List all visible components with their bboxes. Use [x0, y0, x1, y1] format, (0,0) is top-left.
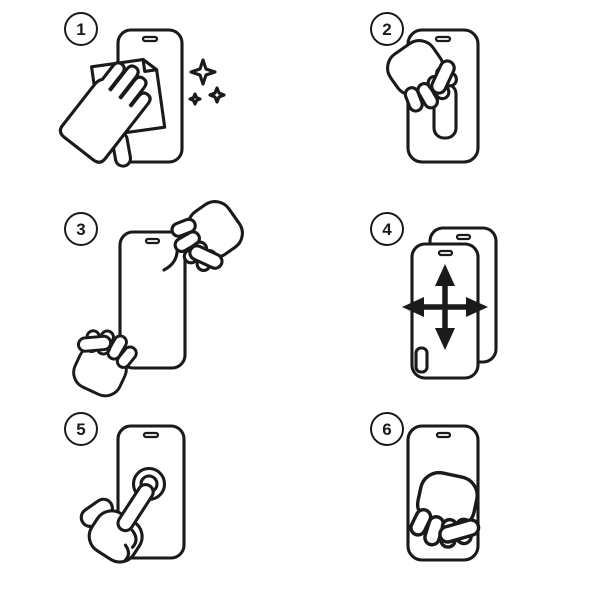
pinching-hand — [386, 39, 458, 113]
phone-speaker-slot — [437, 249, 454, 257]
step-5-number: 5 — [76, 419, 86, 439]
alignment-tab — [414, 346, 429, 374]
step-3-number: 3 — [76, 219, 86, 239]
step-2-badge: 2 — [370, 12, 404, 46]
step-2-number: 2 — [382, 19, 392, 39]
step-5-panel: 5 — [0, 400, 300, 600]
phone-speaker-slot — [142, 431, 160, 439]
smooth-surface-hand-illustration — [406, 424, 481, 562]
step-6-panel: 6 — [300, 400, 600, 600]
phone-speaker-slot — [435, 431, 452, 439]
protector-speaker-cutout — [455, 233, 472, 241]
peel-liner-tab-illustration — [386, 28, 480, 164]
step-4-badge: 4 — [370, 212, 404, 246]
phone-speaker-slot — [144, 237, 161, 245]
step-1-panel: 1 — [0, 0, 300, 200]
step-6-number: 6 — [382, 419, 392, 439]
phone-speaker-slot — [141, 35, 159, 43]
smoothing-hand — [409, 470, 481, 549]
step-1-number: 1 — [76, 19, 86, 39]
alignment-arrows-icon — [402, 264, 488, 350]
press-center-touch-illustration — [79, 424, 186, 564]
step-4-number: 4 — [382, 219, 392, 239]
clean-screen-illustration — [58, 28, 226, 168]
wiping-hand — [58, 61, 152, 168]
step-5-badge: 5 — [64, 412, 98, 446]
step-2-panel: 2 — [300, 0, 600, 200]
pressing-finger-hand — [79, 483, 155, 564]
pinching-hand — [170, 200, 244, 272]
sparkles-icon — [188, 58, 226, 106]
step-3-badge: 3 — [64, 212, 98, 246]
align-protector-arrows-illustration — [402, 226, 498, 380]
step-4-panel: 4 — [300, 200, 600, 400]
step-6-badge: 6 — [370, 412, 404, 446]
remove-film-corner-illustration — [72, 200, 244, 398]
step-3-panel: 3 — [0, 200, 300, 400]
phone-speaker-slot — [434, 35, 452, 43]
supporting-hand — [72, 329, 138, 398]
step-1-badge: 1 — [64, 12, 98, 46]
